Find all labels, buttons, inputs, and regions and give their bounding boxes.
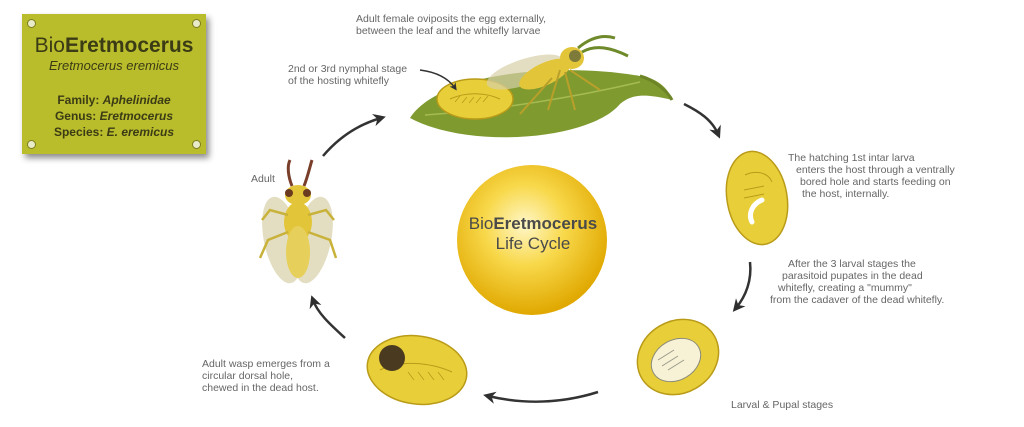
screw-icon (192, 19, 201, 28)
center-title: BioEretmocerus Life Cycle (468, 214, 598, 253)
plate-species-name: Eretmocerus eremicus (48, 58, 180, 73)
caption-emergence: Adult wasp emerges from a circular dorsa… (202, 358, 330, 394)
cycle-arrow (483, 390, 599, 404)
plate-genus: Genus: Eretmocerus (54, 109, 174, 123)
caption-adult: Adult (251, 173, 275, 185)
center-circle (457, 165, 607, 315)
plate-family: Family: Aphelinidae (57, 93, 171, 107)
plate-title: BioEretmocerus (34, 34, 194, 57)
plate-taxonomy: Family: Aphelinidae Genus: Eretmocerus S… (22, 92, 206, 140)
screw-icon (27, 140, 36, 149)
caption-pupation: After the 3 larval stages the parasitoid… (770, 258, 945, 306)
cycle-arrow (732, 261, 752, 312)
screw-icon (27, 19, 36, 28)
cycle-arrow (322, 114, 386, 157)
cycle-arrow (683, 102, 721, 139)
species-info-plate: BioEretmocerus Eretmocerus eremicus Fami… (22, 14, 206, 154)
adult-wasp-illustration (258, 159, 338, 284)
ovipositing-wasp-illustration (486, 34, 629, 115)
emerged-host-illustration (366, 334, 468, 406)
caption-nymph-stage: 2nd or 3rd nymphal stage of the hosting … (288, 63, 408, 87)
cycle-arrow (309, 295, 346, 339)
caption-oviposit: Adult female oviposits the egg externall… (356, 13, 547, 37)
caption-pointer-arrow (419, 69, 457, 91)
caption-larval-pupal: Larval & Pupal stages (731, 399, 834, 411)
caption-hatching: The hatching 1st intar larva enters the … (788, 152, 955, 200)
screw-icon (192, 140, 201, 149)
hatching-larva-host-illustration (725, 150, 789, 246)
plate-species: Species: E. eremicus (53, 125, 175, 139)
pupal-mummy-illustration (636, 318, 720, 396)
